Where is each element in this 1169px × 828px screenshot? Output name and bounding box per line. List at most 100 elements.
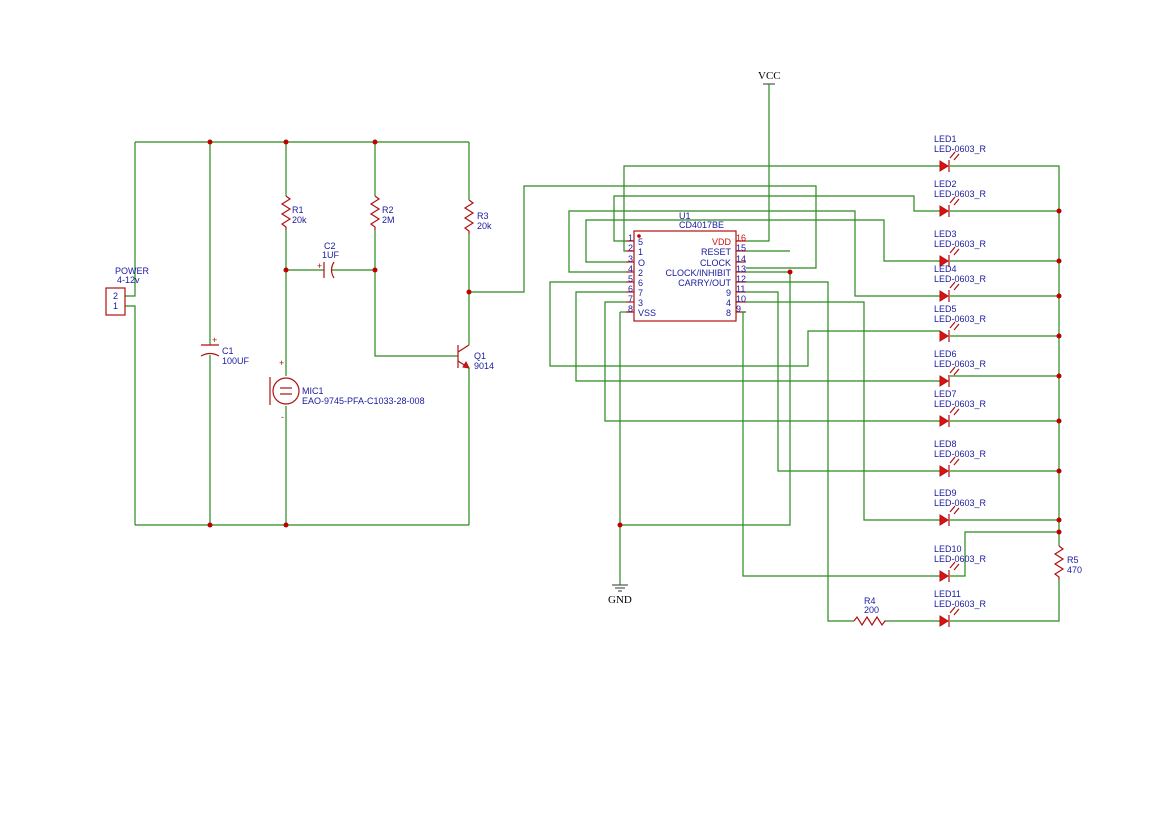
gnd-symbol: GND [608,272,791,606]
led-array: LED1LED-0603_RLED2LED-0603_RLED3LED-0603… [934,134,987,627]
u1-pin-name: CLOCK [700,258,731,268]
mic1-plus: + [279,358,284,368]
led-triangle [939,375,949,387]
led-value: LED-0603_R [934,189,987,199]
led-ref: LED8 [934,439,957,449]
mic1-value: EAO-9745-PFA-C1033-28-008 [302,396,425,406]
u1-pin-name: VSS [638,308,656,318]
vcc-symbol: VCC [746,70,781,242]
u1-pin-num: 6 [628,284,633,294]
led-ref: LED6 [934,349,957,359]
led-triangle [939,290,949,302]
ic-u1: U1 CD4017BE 1 2 3 4 5 6 7 8 5 1 O 2 6 7 … [626,211,746,322]
power-connector: POWER 4-12v 2 1 [105,266,150,316]
led-value: LED-0603_R [934,449,987,459]
led-value: LED-0603_R [934,274,987,284]
r1-value: 20k [292,215,307,225]
q1-value: 9014 [474,361,494,371]
led-arrows [949,246,960,256]
resistor-r2: R2 2M [369,195,395,230]
led-value: LED-0603_R [934,399,987,409]
u1-pin-name: 7 [638,288,643,298]
led-triangle [939,330,949,342]
led-value: LED-0603_R [934,314,987,324]
c1-ref: C1 [222,346,234,356]
led-ref: LED3 [934,229,957,239]
capacitor-c2: + C2 1UF [317,241,340,279]
power-pin-2: 2 [113,291,118,301]
power-value: 4-12v [117,275,140,285]
c2-polarity: + [317,261,322,271]
resistor-r4: R4 200 [853,596,886,627]
vcc-label: VCC [758,70,781,82]
led-arrows [949,196,960,206]
led-triangle [939,465,949,477]
u1-pin-name: 1 [638,247,643,257]
led-triangle [939,160,949,172]
junctions [207,139,1062,535]
led-ref: LED1 [934,134,957,144]
r2-value: 2M [382,215,395,225]
u1-pin-num: 2 [628,243,633,253]
r4-value: 200 [864,605,879,615]
led-arrows [949,561,960,571]
u1-pin-num: 12 [736,274,746,284]
c2-ref: C2 [324,241,336,251]
u1-value: CD4017BE [679,220,724,230]
led-arrows [949,456,960,466]
led-arrows [949,406,960,416]
u1-pin-name: 9 [726,288,731,298]
r4-ref: R4 [864,596,876,606]
u1-ref: U1 [679,211,691,221]
wires-u1-leds [549,165,1060,622]
u1-pin-num: 13 [736,264,746,274]
led-value: LED-0603_R [934,599,987,609]
led-arrows [949,366,960,376]
resistor-r3: R3 20k [463,199,492,234]
u1-pin-name: O [638,258,645,268]
led-ref: LED4 [934,264,957,274]
u1-pin-name: 8 [726,308,731,318]
gnd-label: GND [608,594,632,606]
led-arrows [949,321,960,331]
led-ref: LED9 [934,488,957,498]
u1-pin-num: 11 [736,284,745,294]
mic1-ref: MIC1 [302,386,324,396]
u1-pin-name: VDD [712,237,732,247]
capacitor-c1: + C1 100UF [200,335,250,366]
led-ref: LED11 [934,589,961,599]
q1-ref: Q1 [474,351,486,361]
u1-pin-num: 1 [628,233,633,243]
u1-pin-num: 10 [736,294,746,304]
transistor-q1: Q1 9014 [457,344,494,371]
led-ref: LED5 [934,304,957,314]
led-triangle [939,514,949,526]
led-ref: LED10 [934,544,962,554]
r3-value: 20k [477,221,492,231]
u1-pin-name: 2 [638,268,643,278]
c2-value: 1UF [322,250,340,260]
led-arrows [949,281,960,291]
u1-pin-num: 4 [628,264,633,274]
led-value: LED-0603_R [934,144,987,154]
power-pin-1: 1 [113,301,118,311]
led-triangle [939,615,949,627]
led-triangle [939,255,949,267]
u1-pin-name: 6 [638,278,643,288]
u1-pin-num: 15 [736,243,746,253]
u1-pin-num: 16 [736,233,746,243]
u1-pin-name: 4 [726,298,731,308]
r3-ref: R3 [477,211,489,221]
u1-pin-name: 5 [638,237,643,247]
u1-pin-num: 14 [736,254,746,264]
u1-pin-num: 7 [628,294,633,304]
wires-left [125,141,817,526]
u1-pin-num: 3 [628,254,633,264]
resistor-r1: R1 20k [280,195,307,230]
